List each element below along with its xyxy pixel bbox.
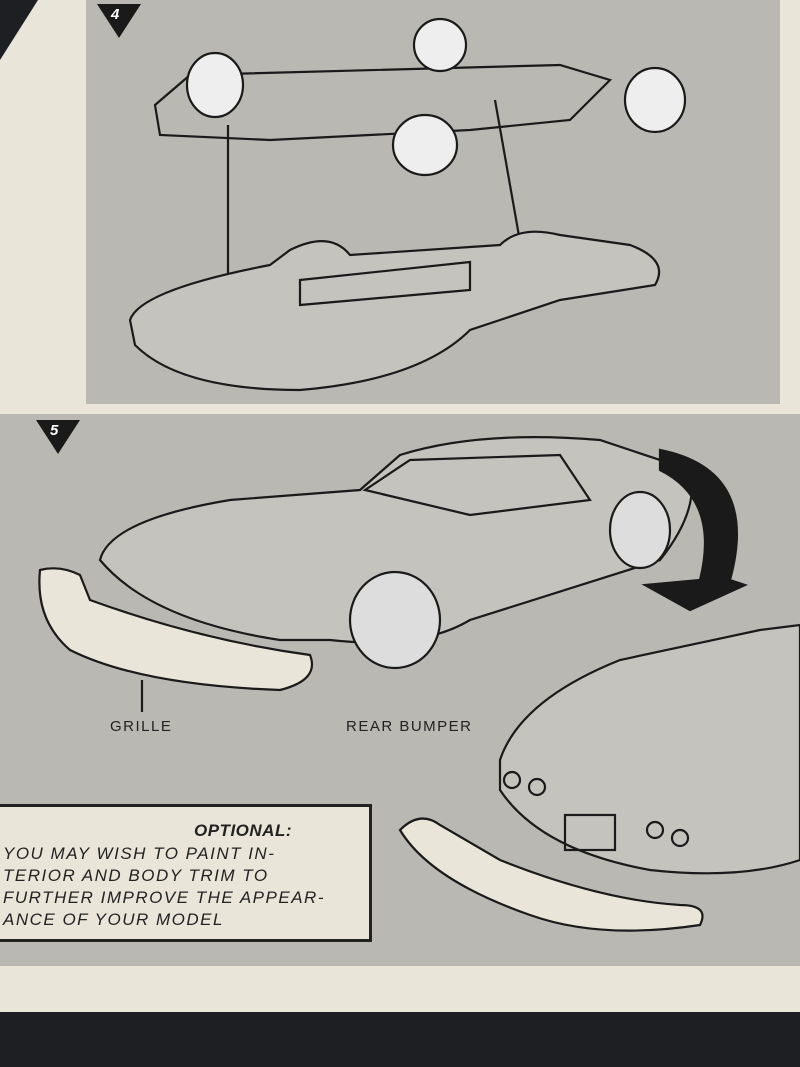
optional-heading: OPTIONAL: bbox=[194, 821, 292, 840]
rear-bumper-label: REAR BUMPER bbox=[346, 718, 473, 735]
car-body-drawing bbox=[98, 436, 694, 670]
optional-line: FURTHER IMPROVE THE APPEAR- bbox=[3, 888, 325, 907]
optional-line: ANCE OF YOUR MODEL bbox=[3, 910, 224, 929]
rotate-arrow bbox=[641, 448, 749, 612]
grille-drawing bbox=[38, 567, 313, 692]
step-5-marker: 5 bbox=[36, 420, 80, 454]
rear-car-drawing bbox=[498, 623, 800, 875]
grille-label: GRILLE bbox=[110, 718, 173, 735]
step-4-marker: 4 bbox=[97, 4, 141, 38]
optional-line: YOU MAY WISH TO PAINT IN- bbox=[3, 844, 276, 863]
chassis-drawing bbox=[153, 17, 687, 310]
body-tub-drawing bbox=[128, 230, 661, 392]
rear-bumper-drawing bbox=[398, 817, 704, 932]
optional-line: TERIOR AND BODY TRIM TO bbox=[3, 866, 269, 885]
optional-note-box: OPTIONAL: YOU MAY WISH TO PAINT IN- TERI… bbox=[0, 804, 372, 942]
